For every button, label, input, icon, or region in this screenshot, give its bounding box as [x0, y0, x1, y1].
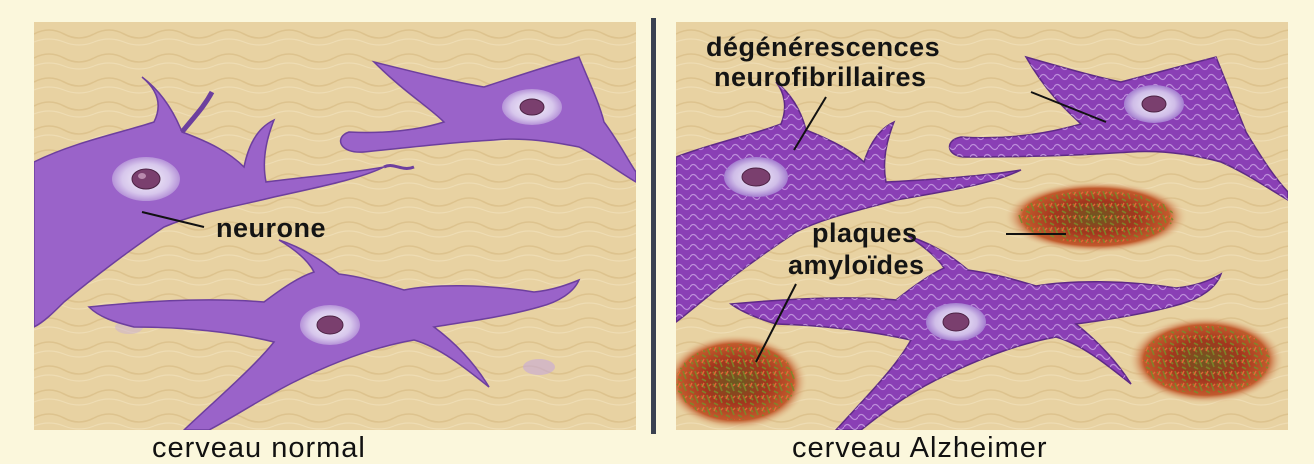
caption-normal-brain: cerveau normal [152, 432, 366, 464]
tangles-label-line1: dégénérescences [706, 32, 940, 62]
normal-brain-drawing [34, 22, 636, 430]
amyloid-plaque-top [1004, 181, 1188, 253]
neuron-label: neurone [216, 213, 326, 243]
plaques-label-line2: amyloïdes [788, 250, 925, 280]
caption-alzheimer-brain: cerveau Alzheimer [792, 432, 1048, 464]
amyloid-plaque-bottom-right [1128, 316, 1284, 404]
panel-divider [651, 18, 656, 434]
normal-brain-panel: neurone [34, 22, 636, 430]
alzheimer-brain-panel: dégénérescences neurofibrillaires plaque… [676, 22, 1288, 430]
tangles-label-line2: neurofibrillaires [714, 62, 927, 92]
plaques-label-line1: plaques [812, 218, 918, 248]
